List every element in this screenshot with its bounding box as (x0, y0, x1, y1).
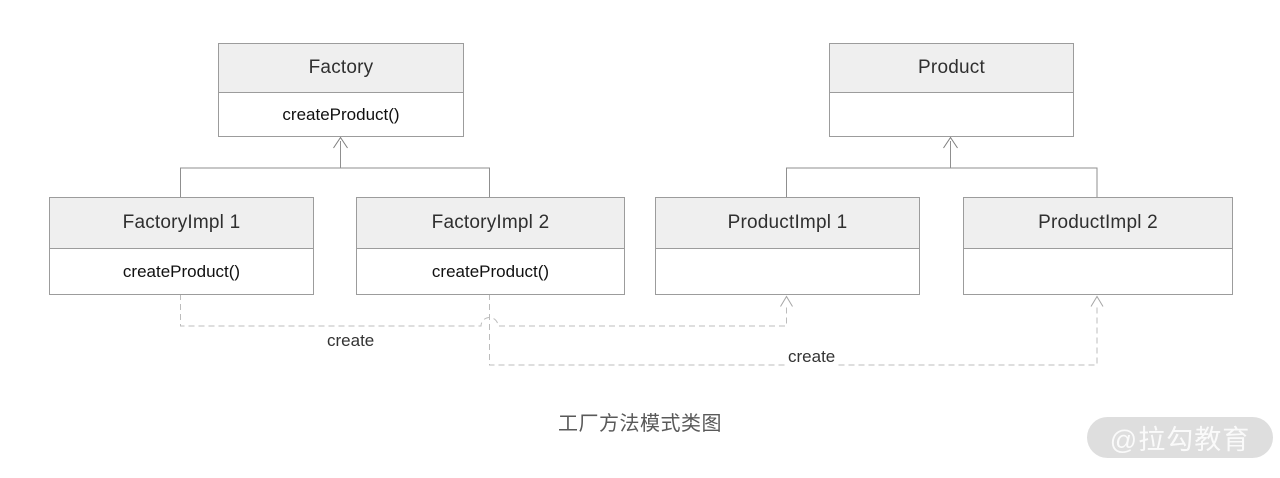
watermark-text: @拉勾教育 (1109, 425, 1251, 455)
inheritance-arrow-icon (333, 136, 348, 149)
create-dependency-1-path (180, 294, 787, 327)
class-name: ProductImpl 1 (656, 198, 919, 249)
factory-inheritance-connector (180, 136, 490, 197)
create-edge-label-2: create (785, 347, 839, 367)
class-box-factory: Factory createProduct() (218, 43, 464, 137)
class-name: ProductImpl 2 (964, 198, 1232, 249)
class-name: FactoryImpl 2 (357, 198, 624, 249)
factory-inheritance-branch (180, 167, 490, 197)
product-inheritance-branch (786, 167, 1098, 197)
dependency-arrow-icon (1090, 295, 1104, 307)
class-method: createProduct() (50, 249, 313, 294)
class-method: createProduct() (219, 93, 463, 136)
product-inheritance-connector (786, 136, 1098, 197)
inheritance-arrow-icon (943, 136, 958, 149)
class-method (830, 93, 1073, 136)
create-edge-label-1: create (327, 331, 375, 350)
class-method (656, 249, 919, 294)
class-method: createProduct() (357, 249, 624, 294)
diagram-caption: 工厂方法模式类图 (558, 413, 722, 435)
create-dependency-1-connector (180, 294, 793, 327)
class-box-factory-impl-2: FactoryImpl 2 createProduct() (356, 197, 625, 295)
class-box-product-impl-2: ProductImpl 2 (963, 197, 1233, 295)
class-name: FactoryImpl 1 (50, 198, 313, 249)
class-box-product: Product (829, 43, 1074, 137)
dependency-arrow-icon (780, 295, 793, 307)
watermark-badge: @拉勾教育 (1087, 417, 1273, 458)
class-method (964, 249, 1232, 294)
class-name: Product (830, 44, 1073, 93)
class-name: Factory (219, 44, 463, 93)
class-box-factory-impl-1: FactoryImpl 1 createProduct() (49, 197, 314, 295)
class-box-product-impl-1: ProductImpl 1 (655, 197, 920, 295)
